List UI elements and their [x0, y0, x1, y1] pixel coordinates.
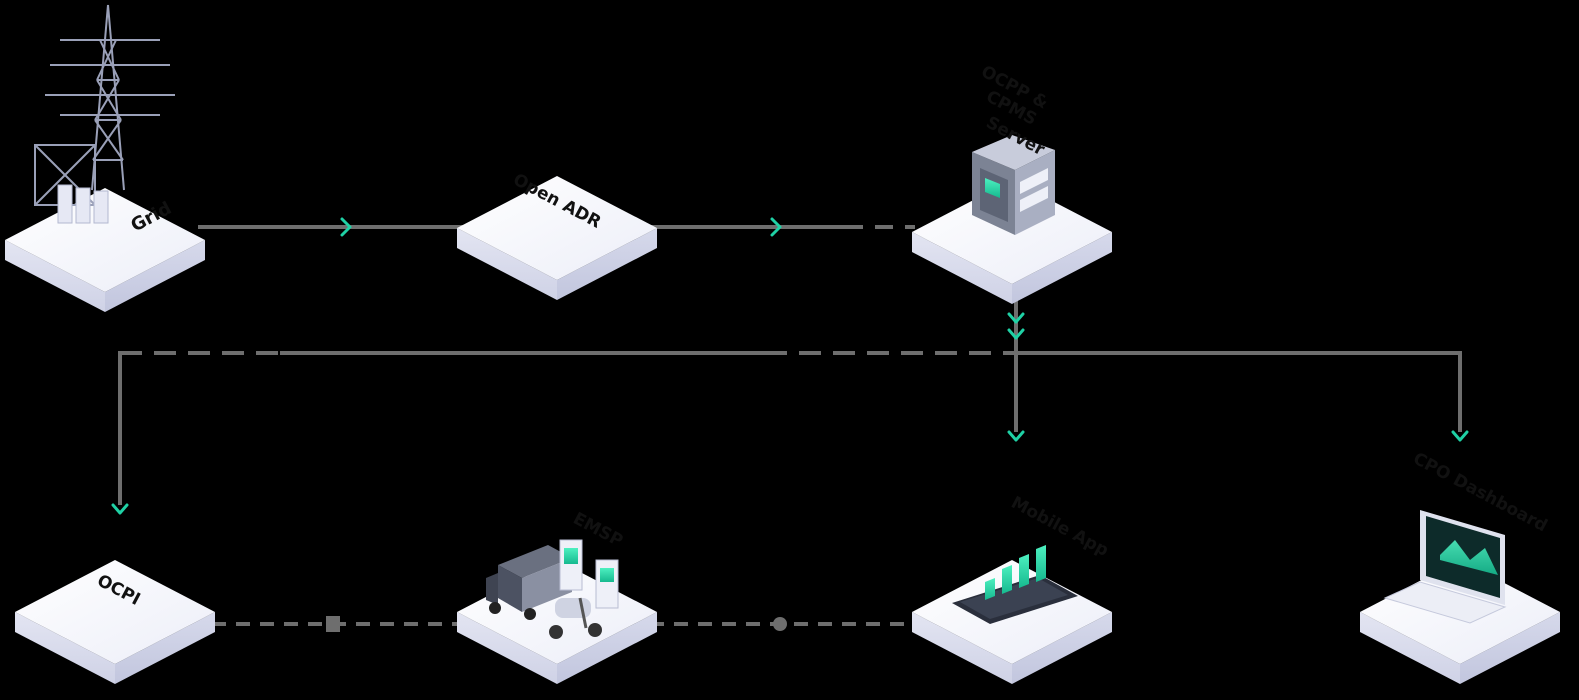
laptop-dashboard-icon [1383, 510, 1507, 624]
bottom-arrow-markers [326, 616, 787, 632]
arrow-left-icon [326, 616, 340, 632]
arrow-down-icon [1007, 312, 1025, 324]
server-icon [972, 135, 1055, 235]
arrow-down-icon [111, 503, 129, 515]
connectors [118, 225, 1462, 626]
transformer-icon [57, 184, 109, 224]
arrow-right-icon [773, 617, 787, 631]
platforms [5, 176, 1560, 684]
label-mobile-app: Mobile App [1008, 493, 1112, 561]
platform-ocpi [15, 560, 215, 684]
arrow-down-icon [1007, 430, 1025, 442]
scooter-icon [549, 597, 602, 639]
platform-openadr [457, 176, 657, 300]
arrowheads [111, 217, 1469, 515]
transmission-tower-icon [34, 4, 175, 206]
platform-grid [5, 188, 205, 312]
arrow-right-icon [770, 217, 782, 237]
arrow-right-icon [340, 217, 352, 237]
bar-chart-phone-icon [952, 545, 1078, 624]
arrow-down-icon [1451, 430, 1469, 442]
arrow-down-icon [1007, 328, 1025, 340]
charger-icon [559, 539, 619, 609]
